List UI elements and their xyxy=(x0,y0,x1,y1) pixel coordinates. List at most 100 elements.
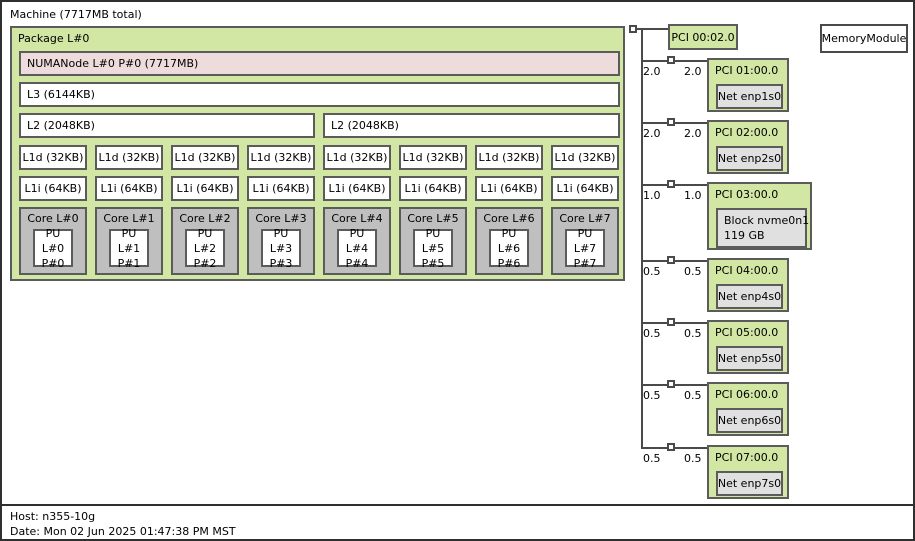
l1i-cache-box: L1i (64KB) xyxy=(19,176,87,201)
memory-module-box: MemoryModule xyxy=(820,24,908,53)
pci-device-label: PCI 03:00.0 xyxy=(715,188,779,201)
pu-label: PU L#4 xyxy=(345,226,369,255)
pci-device-label: PCI 05:00.0 xyxy=(715,326,779,339)
core-label: Core L#5 xyxy=(407,212,459,225)
core-label: Core L#4 xyxy=(331,212,383,225)
pci-device-label: PCI 04:00.0 xyxy=(715,264,779,277)
core-label: Core L#1 xyxy=(103,212,155,225)
bridge-connector-square xyxy=(667,380,675,388)
link-speed-label: 0.5 xyxy=(684,265,702,278)
machine-box: Machine (7717MB total) Package L#0 NUMAN… xyxy=(2,2,913,506)
pu-pnum: P#0 xyxy=(41,256,65,270)
block-device-size: 119 GB xyxy=(724,229,765,242)
link-speed-label: 0.5 xyxy=(684,389,702,402)
pu-pnum: P#1 xyxy=(117,256,141,270)
l1i-cache-box: L1i (64KB) xyxy=(171,176,239,201)
pci-device-box: PCI 02:00.0 Net enp2s0 xyxy=(707,120,789,174)
package-box: Package L#0 NUMANode L#0 P#0 (7717MB) L3… xyxy=(10,26,625,281)
core-label: Core L#3 xyxy=(255,212,307,225)
l1d-cache-box: L1d (32KB) xyxy=(247,145,315,170)
pci-root-box: PCI 00:02.0 xyxy=(668,24,738,50)
l2-cache-box: L2 (2048KB) xyxy=(323,113,620,138)
net-device-box: Net enp4s0 xyxy=(716,284,783,309)
pci-device-label: PCI 07:00.0 xyxy=(715,451,779,464)
pu-pnum: P#6 xyxy=(497,256,521,270)
pci-device-box: PCI 06:00.0 Net enp6s0 xyxy=(707,382,789,436)
l1i-cache-box: L1i (64KB) xyxy=(247,176,315,201)
core-label: Core L#2 xyxy=(179,212,231,225)
pci-device-label: PCI 01:00.0 xyxy=(715,64,779,77)
legend-date: Date: Mon 02 Jun 2025 01:47:38 PM MST xyxy=(10,525,236,538)
l1d-cache-box: L1d (32KB) xyxy=(475,145,543,170)
bridge-connector-square xyxy=(667,56,675,64)
pu-label: PU L#7 xyxy=(573,226,597,255)
link-speed-label: 0.5 xyxy=(643,327,661,340)
link-speed-label: 1.0 xyxy=(643,189,661,202)
pu-pnum: P#3 xyxy=(269,256,293,270)
pci-device-box: PCI 04:00.0 Net enp4s0 xyxy=(707,258,789,312)
link-speed-label: 0.5 xyxy=(684,452,702,465)
link-speed-label: 2.0 xyxy=(684,65,702,78)
link-speed-label: 0.5 xyxy=(643,265,661,278)
pu-pnum: P#7 xyxy=(573,256,597,270)
block-device-name: Block nvme0n1 xyxy=(724,214,810,227)
pu-pnum: P#2 xyxy=(193,256,217,270)
l1d-cache-box: L1d (32KB) xyxy=(19,145,87,170)
bridge-connector-square xyxy=(667,443,675,451)
net-device-box: Net enp1s0 xyxy=(716,84,783,109)
link-speed-label: 0.5 xyxy=(643,452,661,465)
pci-device-box: PCI 07:00.0 Net enp7s0 xyxy=(707,445,789,499)
core-label: Core L#6 xyxy=(483,212,535,225)
l1d-cache-box: L1d (32KB) xyxy=(323,145,391,170)
net-device-box: Net enp5s0 xyxy=(716,346,783,371)
core-label: Core L#0 xyxy=(27,212,79,225)
pu-label: PU L#1 xyxy=(117,226,141,255)
bridge-trunk-line xyxy=(641,28,643,449)
legend-host: Host: n355-10g xyxy=(10,510,96,523)
bridge-line xyxy=(636,28,668,30)
l1d-cache-box: L1d (32KB) xyxy=(95,145,163,170)
l1i-cache-box: L1i (64KB) xyxy=(95,176,163,201)
machine-label: Machine (7717MB total) xyxy=(10,8,142,21)
pu-label: PU L#0 xyxy=(41,226,65,255)
pu-label: PU L#5 xyxy=(421,226,445,255)
pci-device-label: PCI 02:00.0 xyxy=(715,126,779,139)
bridge-connector-square xyxy=(667,118,675,126)
core-label: Core L#7 xyxy=(559,212,611,225)
numanode-box: NUMANode L#0 P#0 (7717MB) xyxy=(19,51,620,76)
pci-device-label: PCI 06:00.0 xyxy=(715,388,779,401)
link-speed-label: 0.5 xyxy=(643,389,661,402)
l1d-cache-box: L1d (32KB) xyxy=(551,145,619,170)
pu-pnum: P#5 xyxy=(421,256,445,270)
net-device-box: Net enp2s0 xyxy=(716,146,783,171)
net-device-box: Net enp6s0 xyxy=(716,408,783,433)
l2-cache-box: L2 (2048KB) xyxy=(19,113,315,138)
link-speed-label: 0.5 xyxy=(684,327,702,340)
link-speed-label: 2.0 xyxy=(643,127,661,140)
l1d-cache-box: L1d (32KB) xyxy=(399,145,467,170)
pu-label: PU L#6 xyxy=(497,226,521,255)
l1d-cache-box: L1d (32KB) xyxy=(171,145,239,170)
link-speed-label: 2.0 xyxy=(684,127,702,140)
pu-pnum: P#4 xyxy=(345,256,369,270)
pu-label: PU L#3 xyxy=(269,226,293,255)
link-speed-label: 1.0 xyxy=(684,189,702,202)
package-label: Package L#0 xyxy=(18,32,90,45)
link-speed-label: 2.0 xyxy=(643,65,661,78)
pci-device-box: PCI 03:00.0 Block nvme0n1 119 GB xyxy=(707,182,812,250)
bridge-connector-square xyxy=(667,180,675,188)
bridge-connector-square xyxy=(667,256,675,264)
net-device-box: Net enp7s0 xyxy=(716,471,783,496)
